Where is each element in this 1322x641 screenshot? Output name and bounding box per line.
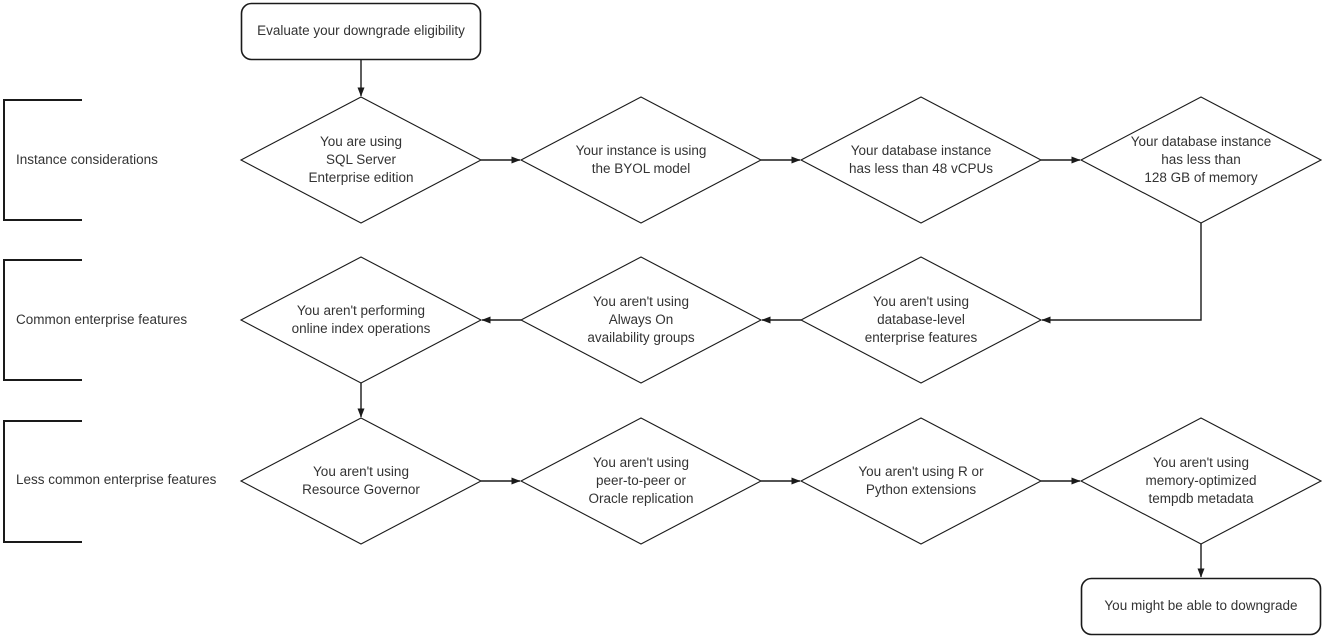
decision-shape-d5 (239, 256, 483, 384)
decision-shape-d2 (519, 96, 763, 224)
group-label-instance-considerations: Instance considerations (16, 152, 158, 167)
group-bracket-instance-considerations (3, 99, 82, 221)
decision-shape-d3 (799, 96, 1043, 224)
decision-shape-d4 (1079, 96, 1322, 224)
group-bracket-less-common-enterprise-features (3, 420, 82, 543)
decision-shape-d8 (239, 417, 483, 545)
start-node-shape (240, 2, 482, 61)
decision-shape-d11 (1079, 417, 1322, 545)
decision-shape-d9 (519, 417, 763, 545)
decision-shape-d7 (799, 256, 1043, 384)
decision-shape-d1 (239, 96, 483, 224)
decision-shape-d6 (519, 256, 763, 384)
start-node-label: Evaluate your downgrade eligibility (257, 23, 465, 38)
end-node-label: You might be able to downgrade (1104, 598, 1298, 613)
connector-d4-to-d7 (1041, 223, 1202, 324)
group-bracket-common-enterprise-features (3, 259, 82, 381)
group-label-less-common-enterprise-features: Less common enterprise features (16, 472, 217, 487)
group-label-common-enterprise-features: Common enterprise features (16, 312, 188, 327)
decision-shape-d10 (799, 417, 1043, 545)
end-node-shape (1080, 577, 1322, 636)
